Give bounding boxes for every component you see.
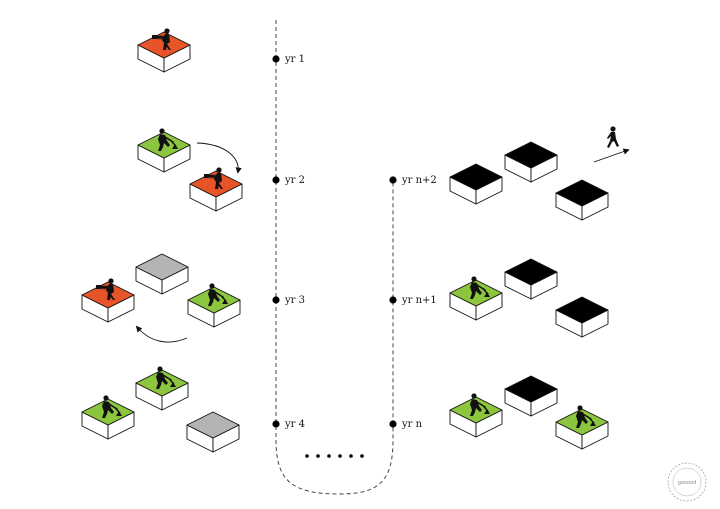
- plot-block-farmed: [555, 404, 609, 450]
- plot-block-built: [555, 296, 609, 338]
- plot-top-face: [504, 258, 558, 286]
- plot-block-farmed: [449, 275, 503, 321]
- timeline-marker-yr-1: yr 1: [272, 54, 305, 65]
- walking-direction-arrow: [593, 148, 630, 163]
- timeline-label: yr 3: [284, 295, 305, 306]
- transition-arrow-yr3: [135, 325, 188, 343]
- plot-block-farmed: [187, 282, 241, 328]
- plot-top-face: [186, 411, 240, 439]
- plot-top-face: [449, 279, 503, 307]
- timeline-label: yr 1: [284, 54, 305, 65]
- plot-block-farmed: [137, 127, 191, 173]
- plot-top-face: [187, 286, 241, 314]
- plot-top-face: [555, 296, 609, 324]
- timeline-marker-yr-n-plus-1: yr n+1: [389, 295, 437, 306]
- plot-block-farmed: [81, 394, 135, 440]
- timeline-label: yr n+1: [401, 295, 437, 306]
- plot-block-fallow: [186, 411, 240, 453]
- plot-top-face: [135, 253, 189, 281]
- plot-blocks: [81, 27, 609, 453]
- timeline-marker-yr-n-plus-2: yr n+2: [389, 175, 437, 186]
- plot-top-face: [135, 369, 189, 397]
- timeline-label: yr n: [401, 419, 423, 430]
- timeline-marker-yr-3: yr 3: [272, 295, 305, 306]
- ellipsis-dots: [305, 454, 364, 458]
- plot-block-built: [504, 375, 558, 417]
- plot-top-face: [504, 141, 558, 169]
- plot-top-face: [137, 131, 191, 159]
- timeline-path: [275, 20, 394, 495]
- walking-person-icon: [607, 126, 619, 148]
- plot-block-active: [189, 166, 243, 212]
- watermark-logo: gooood: [667, 462, 707, 502]
- plot-top-face: [449, 396, 503, 424]
- watermark-text: gooood: [678, 480, 697, 486]
- timeline-label: yr 4: [284, 419, 305, 430]
- timeline-marker-yr-2: yr 2: [272, 175, 305, 186]
- plot-block-built: [449, 163, 503, 205]
- plot-top-face: [555, 179, 609, 207]
- plot-block-farmed: [135, 365, 189, 411]
- plot-block-fallow: [135, 253, 189, 295]
- plot-block-built: [555, 179, 609, 221]
- plot-block-active: [137, 27, 191, 73]
- plot-block-built: [504, 141, 558, 183]
- transition-arrow-yr2: [196, 142, 242, 174]
- plot-block-farmed: [449, 392, 503, 438]
- timeline-label: yr n+2: [401, 175, 437, 186]
- plot-top-face: [449, 163, 503, 191]
- plot-top-face: [504, 375, 558, 403]
- timeline-marker-yr-n: yr n: [389, 419, 423, 430]
- plot-top-face: [81, 398, 135, 426]
- timeline-label: yr 2: [284, 175, 305, 186]
- timeline-marker-yr-4: yr 4: [272, 419, 305, 430]
- plot-top-face: [555, 408, 609, 436]
- plot-block-active: [81, 277, 135, 323]
- plot-block-built: [504, 258, 558, 300]
